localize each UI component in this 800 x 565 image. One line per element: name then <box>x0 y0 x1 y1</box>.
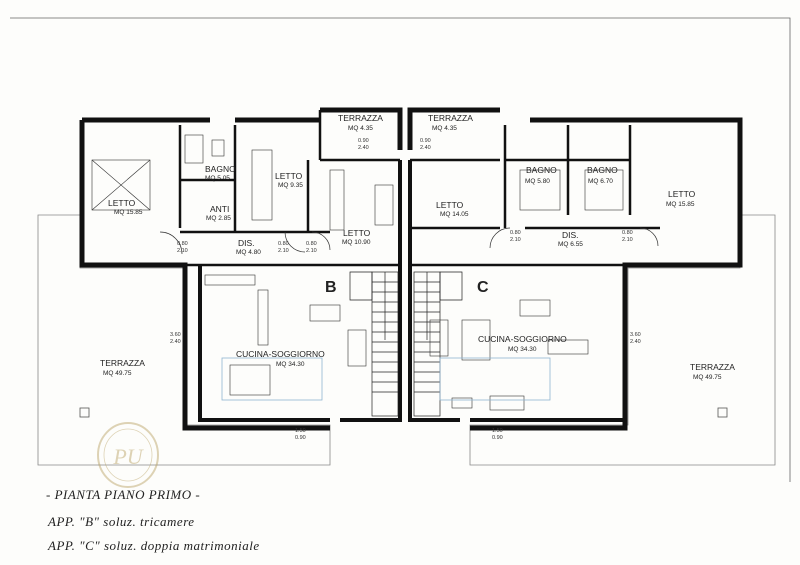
dim-090-top-2: 0.90 <box>420 138 431 144</box>
dim-080-4: 0.80 <box>510 230 521 236</box>
room-letto-1-area: MQ 15.85 <box>114 209 143 216</box>
room-bagno-c2-name: BAGNO <box>587 165 618 175</box>
dim-210-4: 2.10 <box>510 237 521 243</box>
room-dis-b-name: DIS. <box>238 238 255 248</box>
dim-080-2: 0.80 <box>278 241 289 247</box>
room-terrazza-top-c-area: MQ 4.35 <box>432 125 457 132</box>
caption-line-c: APP. "C" soluz. doppia matrimoniale <box>48 538 260 553</box>
room-cucina-c-name: CUCINA-SOGGIORNO <box>478 334 567 344</box>
dim-080-1: 0.80 <box>177 241 188 247</box>
room-letto-2-area: MQ 9.35 <box>278 182 303 189</box>
caption-line-b: APP. "B" soluz. tricamere <box>48 514 195 529</box>
dim-360-right: 3.60 <box>630 332 641 338</box>
room-letto-3-area: MQ 10.90 <box>342 239 371 246</box>
dim-080-3: 0.80 <box>306 241 317 247</box>
room-terrazza-top-c-name: TERRAZZA <box>428 113 473 123</box>
dim-240-right: 2.40 <box>630 339 641 345</box>
room-letto-2-name: LETTO <box>275 171 303 181</box>
interior-walls <box>150 110 660 267</box>
watermark-seal: PU <box>97 422 159 488</box>
dim-360-left: 3.60 <box>170 332 181 338</box>
room-cucina-b-area: MQ 34.30 <box>276 361 305 368</box>
dim-210-2: 2.10 <box>278 248 289 254</box>
stairs-b <box>349 271 399 417</box>
unit-b-label: B <box>325 279 337 296</box>
dim-090-top-1: 0.90 <box>358 138 369 144</box>
dim-240-top-1: 2.40 <box>358 145 369 151</box>
dim-210-3: 2.10 <box>306 248 317 254</box>
room-terrazza-right-area: MQ 49.75 <box>693 374 722 381</box>
room-terrazza-left-area: MQ 49.75 <box>103 370 132 377</box>
central-walls <box>198 160 627 422</box>
dim-240-left: 2.40 <box>170 339 181 345</box>
room-terrazza-top-b-area: MQ 4.35 <box>348 125 373 132</box>
room-bagno-c2-area: MQ 6.70 <box>588 178 613 185</box>
room-letto-1-name: LETTO <box>108 198 136 208</box>
room-dis-c-name: DIS. <box>562 230 579 240</box>
room-bagno-1-name: BAGNO <box>205 164 236 174</box>
room-terrazza-left-name: TERRAZZA <box>100 358 145 368</box>
room-bagno-1-area: MQ 5.05 <box>205 175 230 182</box>
room-dis-b-area: MQ 4.80 <box>236 249 261 256</box>
room-dis-c-area: MQ 6.55 <box>558 241 583 248</box>
room-cucina-b-name: CUCINA-SOGGIORNO <box>236 349 325 359</box>
room-bagno-c1-area: MQ 5.80 <box>525 178 550 185</box>
dim-150-left: 1.50 <box>295 428 306 434</box>
dimension-labels: 0.80 2.10 0.80 2.10 0.80 2.10 0.80 2.10 … <box>170 138 641 441</box>
room-letto-c1-area: MQ 14.05 <box>440 211 469 218</box>
door-swings <box>159 227 659 255</box>
dim-080-5: 0.80 <box>622 230 633 236</box>
room-labels: LETTO MQ 15.85 BAGNO MQ 5.05 ANTI MQ 2.8… <box>100 113 735 381</box>
room-anti-area: MQ 2.85 <box>206 215 231 222</box>
unit-c-label: C <box>477 279 489 296</box>
furniture <box>91 134 624 411</box>
dim-240-top-2: 2.40 <box>420 145 431 151</box>
room-anti-name: ANTI <box>210 204 229 214</box>
room-cucina-c-area: MQ 34.30 <box>508 346 537 353</box>
plan-title: - PIANTA PIANO PRIMO - <box>46 487 201 502</box>
room-terrazza-top-b-name: TERRAZZA <box>338 113 383 123</box>
kitchen-outlines <box>221 357 551 401</box>
room-letto-3-name: LETTO <box>343 228 371 238</box>
room-bagno-c1-name: BAGNO <box>526 165 557 175</box>
stairs-c <box>413 271 463 417</box>
dim-210-1: 2.10 <box>177 248 188 254</box>
dim-150-right: 1.50 <box>492 428 503 434</box>
room-letto-c1-name: LETTO <box>436 200 464 210</box>
dim-090-left: 0.90 <box>295 435 306 441</box>
room-letto-c2-name: LETTO <box>668 189 696 199</box>
dim-090-right: 0.90 <box>492 435 503 441</box>
watermark-text: PU <box>112 444 144 469</box>
sheet-border <box>10 17 791 482</box>
room-letto-c2-area: MQ 15.85 <box>666 201 695 208</box>
room-terrazza-right-name: TERRAZZA <box>690 362 735 372</box>
dim-210-5: 2.10 <box>622 237 633 243</box>
